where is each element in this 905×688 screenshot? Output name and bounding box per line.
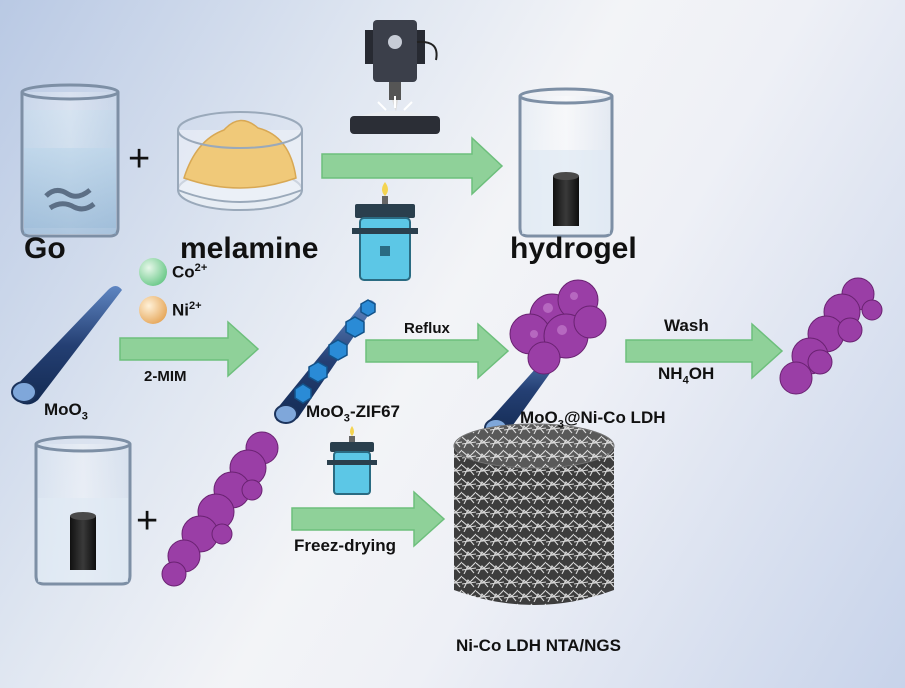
moo3-rod bbox=[11, 286, 122, 405]
label-2-mim: 2-MIM bbox=[144, 368, 187, 385]
label-moo3-ldh: MoO3@Ni-Co LDH bbox=[520, 408, 666, 431]
arrow-2-mim bbox=[119, 320, 260, 378]
small-heating-lamp-icon bbox=[327, 426, 377, 495]
label-freeze-drying: Freez-drying bbox=[294, 536, 397, 555]
arrow-melamine-to-hydrogel bbox=[321, 136, 504, 196]
heating-lamp-icon bbox=[352, 182, 418, 281]
ni-ion-icon bbox=[139, 296, 167, 324]
ultrasonic-probe bbox=[350, 20, 440, 134]
label-melamine: melamine bbox=[180, 232, 319, 265]
ldh-nanotube-right bbox=[779, 277, 883, 395]
label-hydrogel: hydrogel bbox=[510, 232, 637, 265]
plus-sign-top: + bbox=[128, 138, 151, 180]
ngs-sponge-cylinder bbox=[453, 423, 615, 605]
melamine-dish bbox=[177, 111, 303, 211]
label-ni-co-ldh-nta-ngs: Ni-Co LDH NTA/NGS bbox=[456, 636, 621, 655]
arrow-freeze-drying bbox=[291, 490, 446, 548]
moo3-zif67-rod bbox=[274, 299, 376, 424]
label-wash: Wash bbox=[664, 316, 709, 335]
arrow-reflux bbox=[365, 322, 510, 380]
plus-sign-bottom: + bbox=[136, 500, 159, 542]
label-reflux: Reflux bbox=[404, 320, 450, 337]
label-moo3-zif67: MoO3-ZIF67 bbox=[306, 402, 400, 425]
label-nh4oh: NH4OH bbox=[658, 364, 715, 387]
label-ni-ion: Ni2+ bbox=[172, 300, 202, 320]
ldh-nanotube-bottom bbox=[161, 431, 279, 587]
co-ion-icon bbox=[139, 258, 167, 286]
label-co-ion: Co2+ bbox=[172, 262, 208, 282]
arrow-wash bbox=[625, 322, 784, 380]
label-moo3: MoO3 bbox=[44, 400, 88, 423]
go-beaker bbox=[20, 83, 120, 238]
label-go: Go bbox=[24, 232, 66, 265]
hydrogel-beaker bbox=[518, 87, 614, 238]
bottom-beaker bbox=[34, 435, 132, 586]
